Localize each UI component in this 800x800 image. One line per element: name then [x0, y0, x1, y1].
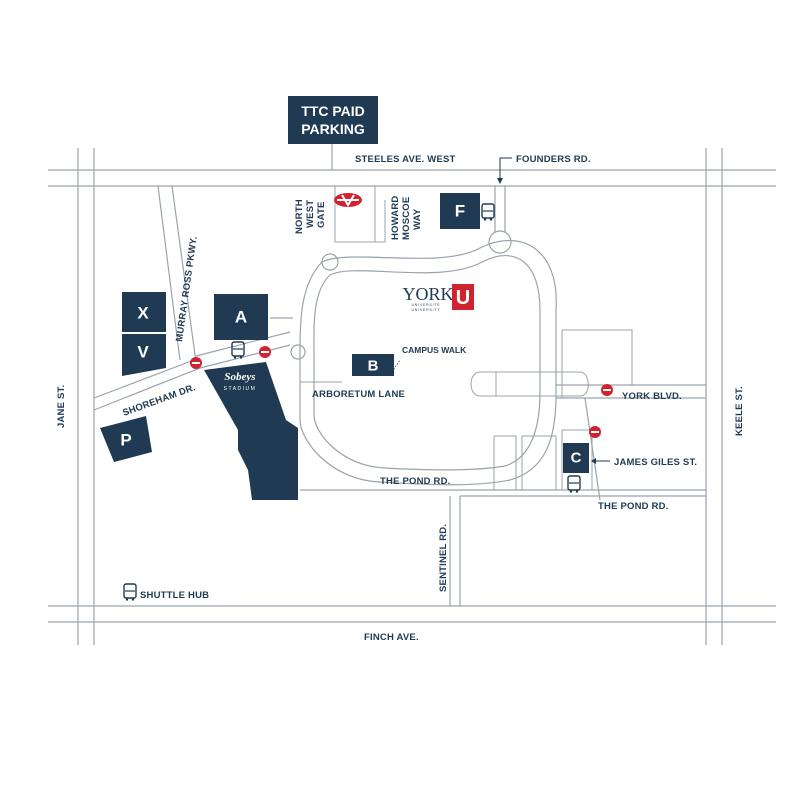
svg-text:MOSCOE: MOSCOE	[401, 197, 412, 240]
stadium-name: Sobeys	[224, 371, 255, 383]
pond-rd-label-1: THE POND RD.	[380, 476, 451, 487]
founders-label: FOUNDERS RD.	[516, 154, 591, 165]
campus-walk-label: CAMPUS WALK	[402, 345, 467, 355]
bus-icon	[567, 475, 581, 493]
lot-C[interactable]: C	[563, 443, 589, 473]
york-u-mark	[452, 284, 474, 310]
lot-f-label: F	[455, 202, 465, 221]
no-entry-icon	[190, 357, 202, 369]
lot-V[interactable]: V	[122, 334, 166, 376]
ttc-line2: PARKING	[301, 121, 365, 137]
york-wordmark: YORK	[402, 284, 453, 304]
bus-icon	[481, 203, 495, 221]
finch-label: FINCH AVE.	[364, 632, 419, 643]
york-sub1: UNIVERSITÉ	[411, 302, 440, 307]
bus-icon	[231, 341, 245, 359]
bus-icon	[123, 583, 137, 601]
steeles-label: STEELES AVE. WEST	[355, 154, 456, 165]
james-giles-arrow	[591, 458, 596, 464]
ttc-subway-icon	[334, 193, 362, 207]
jane-label: JANE ST.	[56, 385, 67, 428]
lot-A[interactable]: A	[214, 294, 268, 340]
campus-walk-leader	[391, 359, 401, 373]
ttc-line1: TTC PAID	[301, 103, 365, 119]
lot-x-label: X	[137, 304, 149, 323]
no-entry-icon	[589, 426, 601, 438]
lot-F[interactable]: F	[440, 193, 480, 229]
svg-text:GATE: GATE	[316, 202, 327, 228]
lot-P[interactable]: P	[100, 416, 152, 462]
parking-lots: X V P A B C F	[100, 193, 589, 473]
york-sub2: UNIVERSITY	[411, 308, 440, 312]
road-grid	[48, 144, 776, 645]
lot-p-label: P	[120, 431, 131, 450]
svg-text:HOWARD: HOWARD	[390, 196, 401, 240]
lot-v-label: V	[137, 343, 149, 362]
no-entry-icon	[601, 384, 613, 396]
sentinel-label: SENTINEL RD.	[438, 524, 449, 592]
lot-B[interactable]: B	[352, 354, 394, 376]
sobeys-stadium[interactable]: Sobeys STADIUM	[204, 362, 298, 500]
pond-rd-label-2: THE POND RD.	[598, 501, 669, 512]
howard-moscoe-label: HOWARD MOSCOE WAY	[390, 196, 423, 240]
stadium-sub: STADIUM	[224, 386, 257, 392]
svg-text:WAY: WAY	[412, 208, 423, 230]
lot-c-label: C	[571, 450, 582, 467]
svg-text:WEST: WEST	[305, 200, 316, 228]
north-west-gate-label: NORTH WEST GATE	[294, 199, 327, 234]
murray-ross-label: MURRAY ROSS PKWY.	[174, 236, 200, 343]
shuttle-hub-label: SHUTTLE HUB	[140, 590, 209, 601]
york-blvd-label: YORK BLVD.	[622, 391, 682, 402]
lot-a-label: A	[235, 308, 247, 327]
york-university-logo: YORK UNIVERSITÉ UNIVERSITY U	[402, 284, 474, 312]
founders-arrow	[497, 178, 503, 184]
shoreham-label: SHOREHAM DR.	[121, 382, 197, 419]
arboretum-label: ARBORETUM LANE	[312, 389, 405, 400]
lot-X[interactable]: X	[122, 292, 166, 332]
lot-b-label: B	[368, 358, 379, 375]
keele-label: KEELE ST.	[734, 386, 745, 436]
ttc-paid-parking-sign: TTC PAID PARKING	[288, 96, 378, 144]
york-u-letter: U	[456, 287, 470, 309]
james-giles-label: JAMES GILES ST.	[614, 457, 697, 468]
founders-leader	[499, 157, 512, 180]
svg-text:NORTH: NORTH	[294, 199, 305, 234]
no-entry-icon	[259, 346, 271, 358]
